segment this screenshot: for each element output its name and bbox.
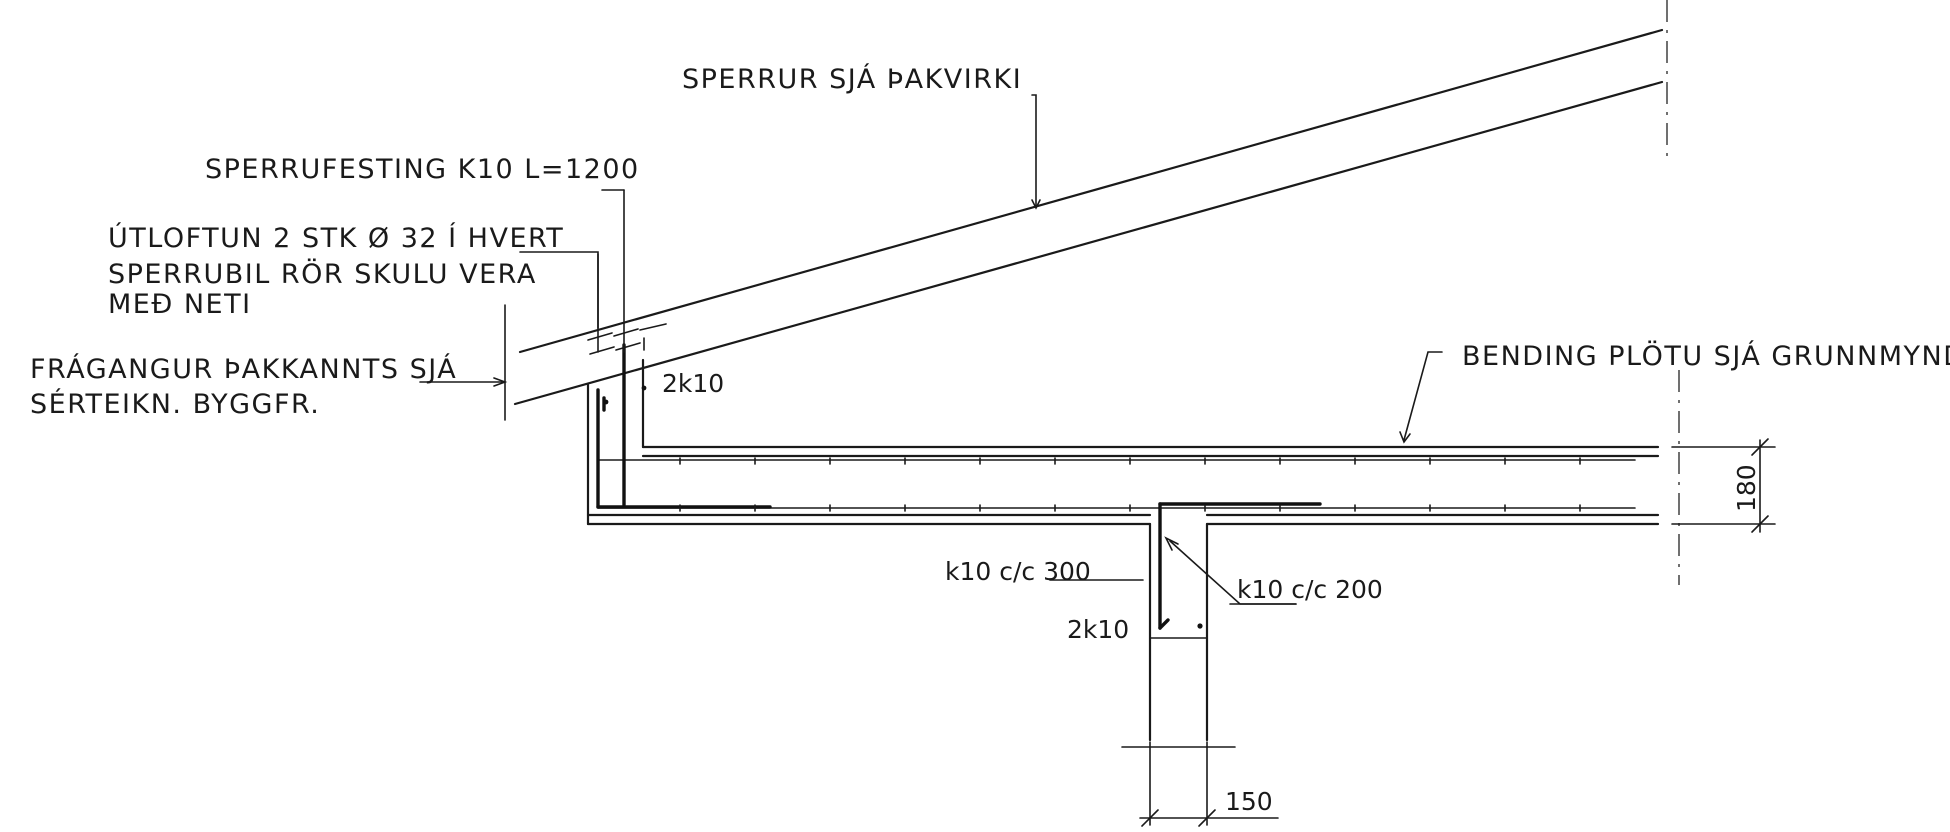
label-utloftun-line3: MEÐ NETI xyxy=(108,289,252,320)
label-stirrup-left: k10 c/c 300 xyxy=(945,557,1091,586)
label-bar-beam: 2k10 xyxy=(1067,615,1129,644)
label-sperrur: SPERRUR SJÁ ÞAKVIRKI xyxy=(682,63,1022,95)
rebar-ticks xyxy=(679,457,1581,512)
break-line-right xyxy=(1666,0,1680,585)
annotations: SPERRUR SJÁ ÞAKVIRKI SPERRUFESTING K10 L… xyxy=(30,63,1950,816)
label-utloftun-line1: ÚTLOFTUN 2 STK Ø 32 Í HVERT xyxy=(108,222,564,254)
longitudinal-bar-dots xyxy=(603,385,647,405)
dimension-slab-thickness xyxy=(1671,438,1776,533)
label-bending: BENDING PLÖTU SJÁ GRUNNMYND xyxy=(1462,340,1950,372)
slab-reinforcement xyxy=(596,343,1636,630)
support-wall xyxy=(1148,522,1209,742)
dimension-wall-width-value: 150 xyxy=(1225,787,1273,816)
label-utloftun-line2: SPERRUBIL RÖR SKULU VERA xyxy=(108,258,537,290)
label-bar-top: 2k10 xyxy=(662,369,724,398)
concrete-slab xyxy=(586,358,1660,526)
label-sperrufesting: SPERRUFESTING K10 L=1200 xyxy=(205,154,640,185)
dimension-slab-thickness-value: 180 xyxy=(1732,464,1761,512)
leader-lines xyxy=(419,94,1443,605)
label-fragangur-line1: FRÁGANGUR ÞAKKANNTS SJÁ xyxy=(30,353,457,385)
dimension-wall-width xyxy=(1121,741,1279,827)
label-stirrup-right: k10 c/c 200 xyxy=(1237,575,1383,604)
roof-rafter xyxy=(504,28,1664,421)
label-fragangur-line2: SÉRTEIKN. BYGGFR. xyxy=(30,388,320,420)
